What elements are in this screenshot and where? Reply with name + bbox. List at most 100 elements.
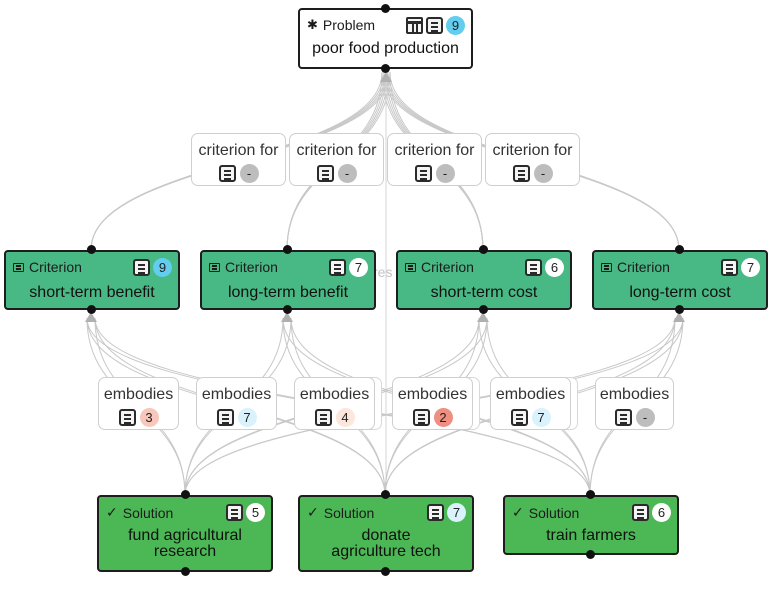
doc-icon[interactable] bbox=[133, 259, 150, 276]
criterion-edge-4[interactable]: criterion for - bbox=[485, 133, 580, 186]
count-badge: 3 bbox=[139, 408, 159, 427]
edge-label: embodies bbox=[495, 386, 566, 403]
ghost-edge-label: res bbox=[373, 264, 393, 280]
edge-label: criterion for bbox=[492, 142, 573, 159]
handle[interactable] bbox=[381, 4, 390, 13]
handle[interactable] bbox=[479, 245, 488, 254]
count-badge: 6 bbox=[545, 258, 564, 277]
count-badge: - bbox=[533, 164, 553, 183]
doc-icon[interactable] bbox=[426, 17, 443, 34]
edge-label: embodies bbox=[397, 386, 468, 403]
count-badge: - bbox=[337, 164, 357, 183]
criterion-node-long-term-benefit[interactable]: Criterion 7 long-term benefit bbox=[200, 250, 376, 310]
criterion-kind-label: Criterion bbox=[617, 259, 670, 275]
criterion-edge-1[interactable]: criterion for - bbox=[191, 133, 286, 186]
handle[interactable] bbox=[675, 305, 684, 314]
problem-node[interactable]: ✱ Problem 9 poor food production bbox=[298, 8, 473, 69]
doc-icon[interactable] bbox=[316, 165, 334, 182]
count-badge: 7 bbox=[447, 503, 466, 522]
embodies-edge-5[interactable]: embodies 7 bbox=[490, 377, 571, 430]
count-badge: 6 bbox=[652, 503, 671, 522]
doc-icon[interactable] bbox=[414, 165, 432, 182]
criterion-edge-3[interactable]: criterion for - bbox=[387, 133, 482, 186]
embodies-edge-2[interactable]: embodies 7 bbox=[196, 377, 277, 430]
handle[interactable] bbox=[87, 245, 96, 254]
doc-icon[interactable] bbox=[118, 409, 136, 426]
solution-kind-label: Solution bbox=[122, 504, 174, 521]
solution-node-donate-agriculture-tech[interactable]: ✓Solution 7 donate agriculture tech bbox=[298, 495, 474, 572]
edge-label: criterion for bbox=[198, 142, 279, 159]
embodies-edge-6[interactable]: embodies - bbox=[595, 377, 674, 430]
criterion-title: short-term cost bbox=[430, 284, 538, 301]
count-badge: 2 bbox=[433, 408, 453, 427]
solution-title: fund agricultural research bbox=[128, 527, 242, 560]
arrow-head bbox=[673, 312, 685, 322]
handle[interactable] bbox=[586, 550, 595, 559]
check-icon: ✓ bbox=[106, 504, 118, 520]
check-icon: ✓ bbox=[307, 504, 319, 520]
doc-icon[interactable] bbox=[427, 504, 444, 521]
count-badge: 7 bbox=[349, 258, 368, 277]
criterion-icon bbox=[13, 262, 24, 272]
criterion-kind-label: Criterion bbox=[29, 259, 82, 275]
doc-icon[interactable] bbox=[721, 259, 738, 276]
count-badge: 9 bbox=[153, 258, 172, 277]
doc-icon[interactable] bbox=[329, 259, 346, 276]
count-badge: - bbox=[239, 164, 259, 183]
doc-icon[interactable] bbox=[632, 504, 649, 521]
edge-label: embodies bbox=[103, 386, 174, 403]
solution-title: donate agriculture tech bbox=[331, 527, 441, 560]
criterion-title: short-term benefit bbox=[29, 284, 155, 301]
criterion-edge-2[interactable]: criterion for - bbox=[289, 133, 384, 186]
criterion-node-short-term-benefit[interactable]: Criterion 9 short-term benefit bbox=[4, 250, 180, 310]
criterion-icon bbox=[405, 262, 416, 272]
doc-icon[interactable] bbox=[226, 504, 243, 521]
criterion-icon bbox=[601, 262, 612, 272]
count-badge: 7 bbox=[531, 408, 551, 427]
doc-icon[interactable] bbox=[510, 409, 528, 426]
criterion-node-long-term-cost[interactable]: Criterion 7 long-term cost bbox=[592, 250, 768, 310]
handle[interactable] bbox=[381, 64, 390, 73]
table-icon[interactable] bbox=[406, 17, 423, 34]
doc-icon[interactable] bbox=[614, 409, 632, 426]
count-badge: 7 bbox=[741, 258, 760, 277]
handle[interactable] bbox=[283, 245, 292, 254]
solution-node-train-farmers[interactable]: ✓Solution 6 train farmers bbox=[503, 495, 679, 555]
arrow-head bbox=[281, 312, 293, 322]
check-icon: ✓ bbox=[512, 504, 524, 520]
embodies-edge-1[interactable]: embodies 3 bbox=[98, 377, 179, 430]
arrow-head bbox=[380, 72, 392, 82]
doc-icon[interactable] bbox=[216, 409, 234, 426]
criterion-icon bbox=[209, 262, 220, 272]
criterion-kind-label: Criterion bbox=[225, 259, 278, 275]
handle[interactable] bbox=[283, 305, 292, 314]
criterion-node-short-term-cost[interactable]: Criterion 6 short-term cost bbox=[396, 250, 572, 310]
count-badge: 7 bbox=[237, 408, 257, 427]
handle[interactable] bbox=[381, 567, 390, 576]
solution-node-fund-agricultural-research[interactable]: ✓Solution 5 fund agricultural research bbox=[97, 495, 273, 572]
edge-label: embodies bbox=[299, 386, 370, 403]
solution-kind-label: Solution bbox=[528, 504, 580, 521]
solution-kind-label: Solution bbox=[323, 504, 375, 521]
handle[interactable] bbox=[87, 305, 96, 314]
handle[interactable] bbox=[479, 305, 488, 314]
count-badge: 4 bbox=[335, 408, 355, 427]
solution-title: train farmers bbox=[546, 527, 636, 544]
handle[interactable] bbox=[586, 490, 595, 499]
embodies-edge-4[interactable]: embodies 2 bbox=[392, 377, 473, 430]
embodies-edge-3[interactable]: embodies 4 bbox=[294, 377, 375, 430]
criterion-title: long-term benefit bbox=[227, 284, 349, 301]
handle[interactable] bbox=[181, 567, 190, 576]
edge-label: embodies bbox=[201, 386, 272, 403]
doc-icon[interactable] bbox=[314, 409, 332, 426]
doc-icon[interactable] bbox=[412, 409, 430, 426]
count-badge: - bbox=[435, 164, 455, 183]
handle[interactable] bbox=[381, 490, 390, 499]
doc-icon[interactable] bbox=[525, 259, 542, 276]
handle[interactable] bbox=[675, 245, 684, 254]
problem-kind-label: Problem bbox=[322, 17, 376, 33]
doc-icon[interactable] bbox=[218, 165, 236, 182]
doc-icon[interactable] bbox=[512, 165, 530, 182]
edge-label: embodies bbox=[599, 386, 670, 403]
handle[interactable] bbox=[181, 490, 190, 499]
